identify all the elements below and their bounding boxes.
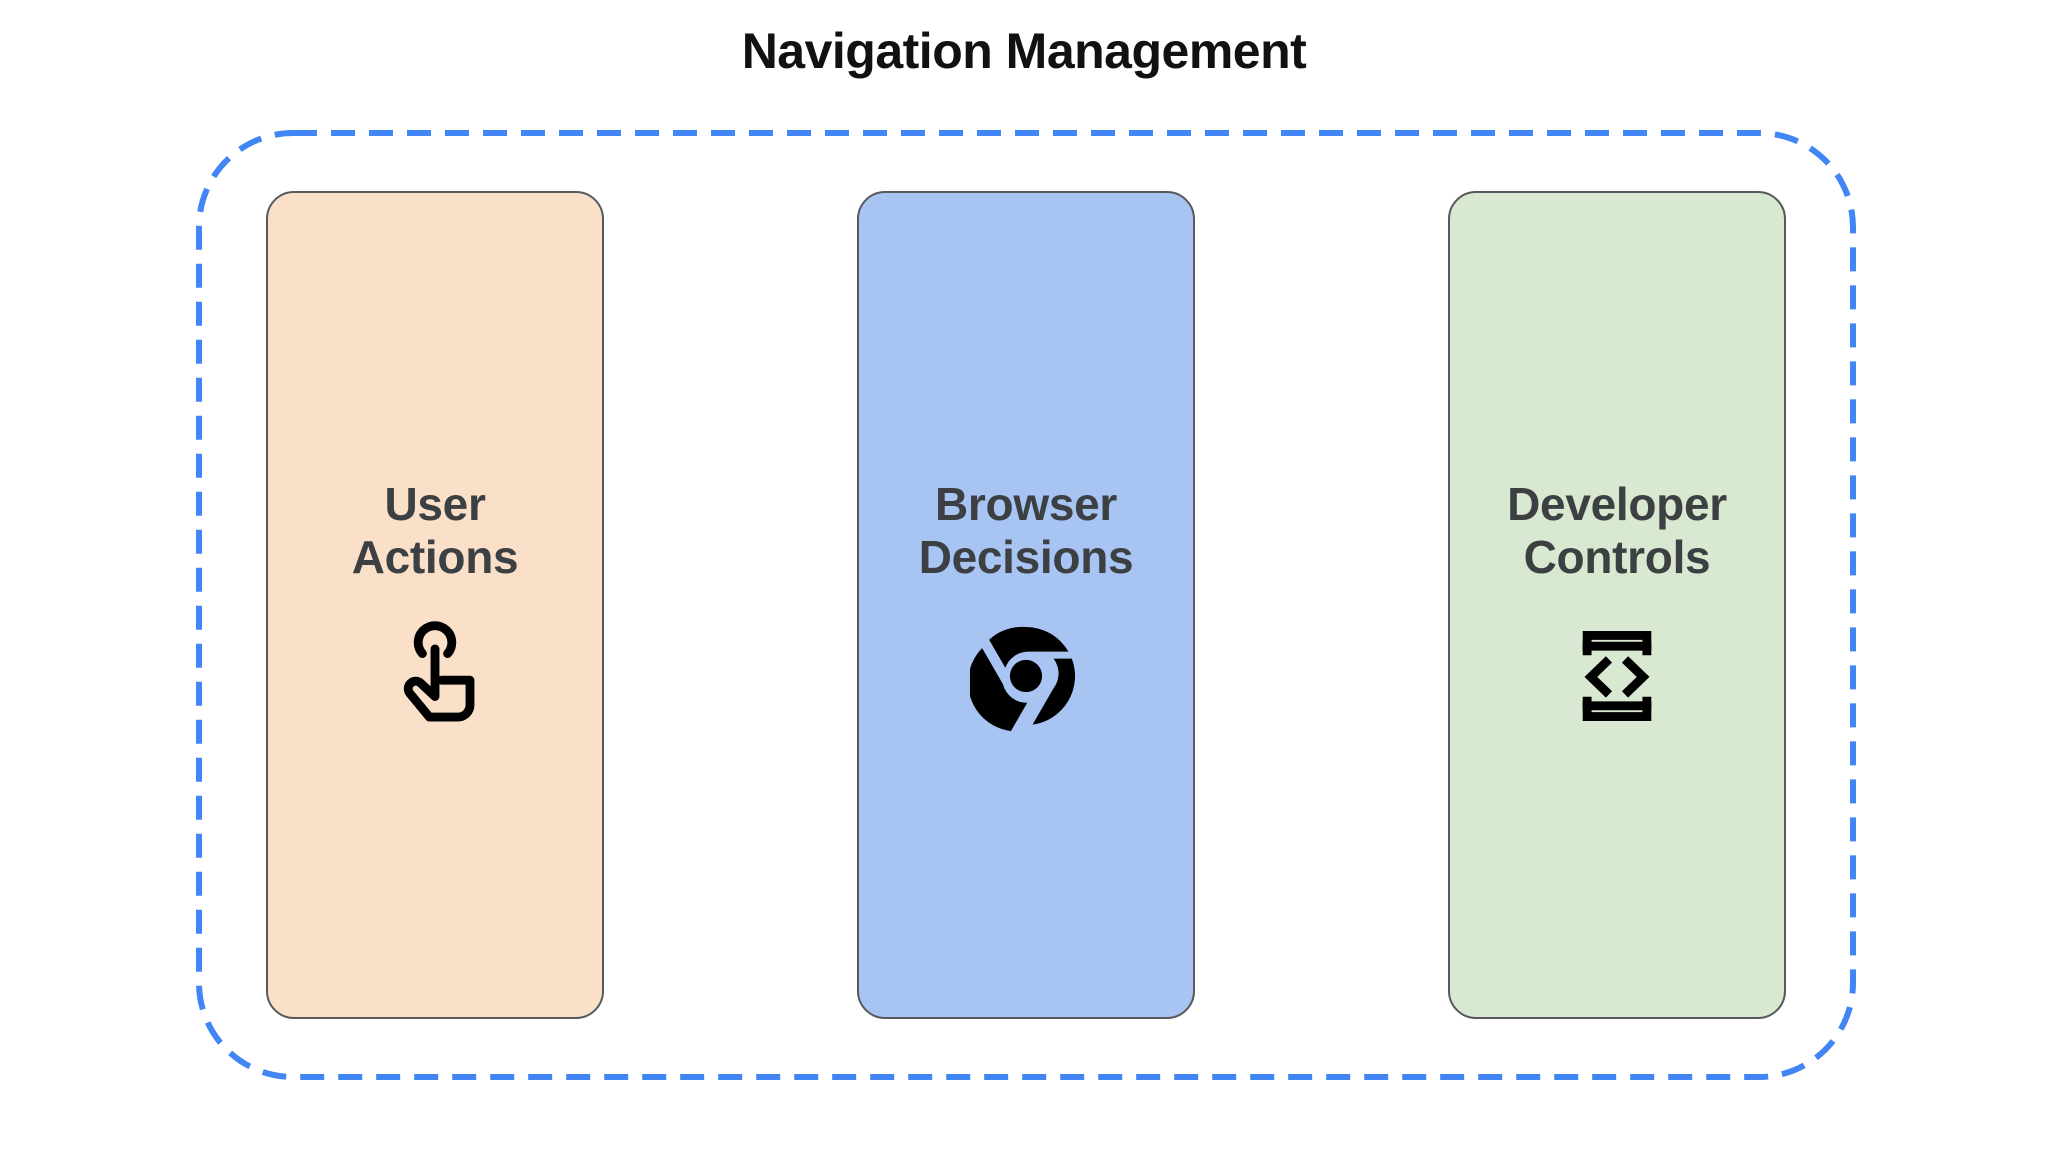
card-browser-decisions-label: Browser Decisions [918, 477, 1134, 583]
page-title: Navigation Management [741, 23, 1307, 79]
card-row: User Actions Browser Decisions [196, 130, 1856, 1080]
card-developer-controls-label: Developer Controls [1507, 477, 1727, 583]
card-developer-controls[interactable]: Developer Controls [1448, 191, 1786, 1019]
developer-mode-icon [1561, 620, 1673, 732]
card-browser-decisions[interactable]: Browser Decisions [857, 191, 1195, 1019]
touch-app-icon [379, 620, 491, 732]
chrome-logo-icon [970, 620, 1082, 732]
card-user-actions-label: User Actions [351, 477, 519, 583]
card-user-actions[interactable]: User Actions [266, 191, 604, 1019]
